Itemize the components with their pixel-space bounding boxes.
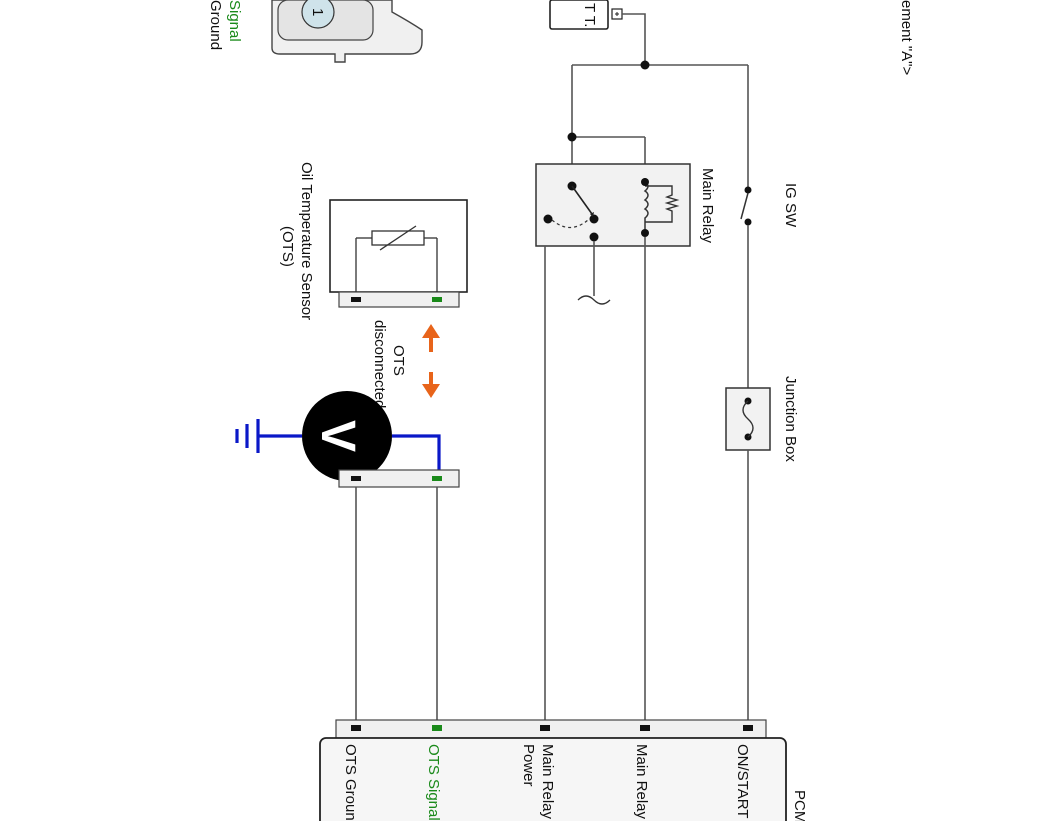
pin-main-relay-power-line2: Power [520,744,537,787]
pcm-module: PCM ON/START Main Relay Main Relay Power… [319,719,808,821]
ots-harness-connector [338,469,460,727]
ig-switch: IG SW [740,183,799,388]
resistor-icon [645,185,680,223]
arrow-up-icon [422,324,440,352]
sensor-icon: 1 [271,0,423,63]
junction-box: Junction Box [725,376,799,727]
battery-symbol: T T. [581,3,598,27]
coil-icon [643,178,649,232]
main-relay: Main Relay [535,163,716,727]
ots-disconnected-indicator: OTS disconnected [371,320,440,408]
oil-temperature-sensor: Oil Temperature Sensor (OTS) [279,162,468,320]
ots-title-line2: (OTS) [279,226,296,267]
battery-box: T T. [549,0,623,30]
power-wiring [567,13,749,188]
junction-box-label: Junction Box [782,376,799,462]
pin-on-start: ON/START [734,744,751,818]
main-relay-label: Main Relay [699,168,716,244]
ots-title-line1: Oil Temperature Sensor [298,162,315,320]
sensor-icon-number: 1 [309,8,326,16]
pin-main-relay-power-line1: Main Relay [539,744,556,820]
switch-icon [740,192,749,220]
ig-sw-label: IG SW [782,183,799,228]
legend-partial: Signal Ground [207,0,243,50]
ots-disconnected-line1: OTS [390,345,407,376]
pin-ots-signal: OTS Signal [425,744,442,821]
ground-icon [235,419,260,453]
voltmeter: V [235,391,441,481]
legend-ground-label: Ground [207,0,224,50]
pin-main-relay: Main Relay [633,744,650,820]
arrow-down-icon [422,372,440,398]
legend-signal-label: Signal [226,0,243,42]
fuse-icon [742,400,754,438]
pin-ots-ground: OTS Ground [342,744,359,821]
element-a-label: ement "A"> [898,0,915,76]
ots-disconnected-line2: disconnected [371,320,388,408]
voltmeter-label: V [311,420,364,452]
pcm-label: PCM [791,790,808,821]
